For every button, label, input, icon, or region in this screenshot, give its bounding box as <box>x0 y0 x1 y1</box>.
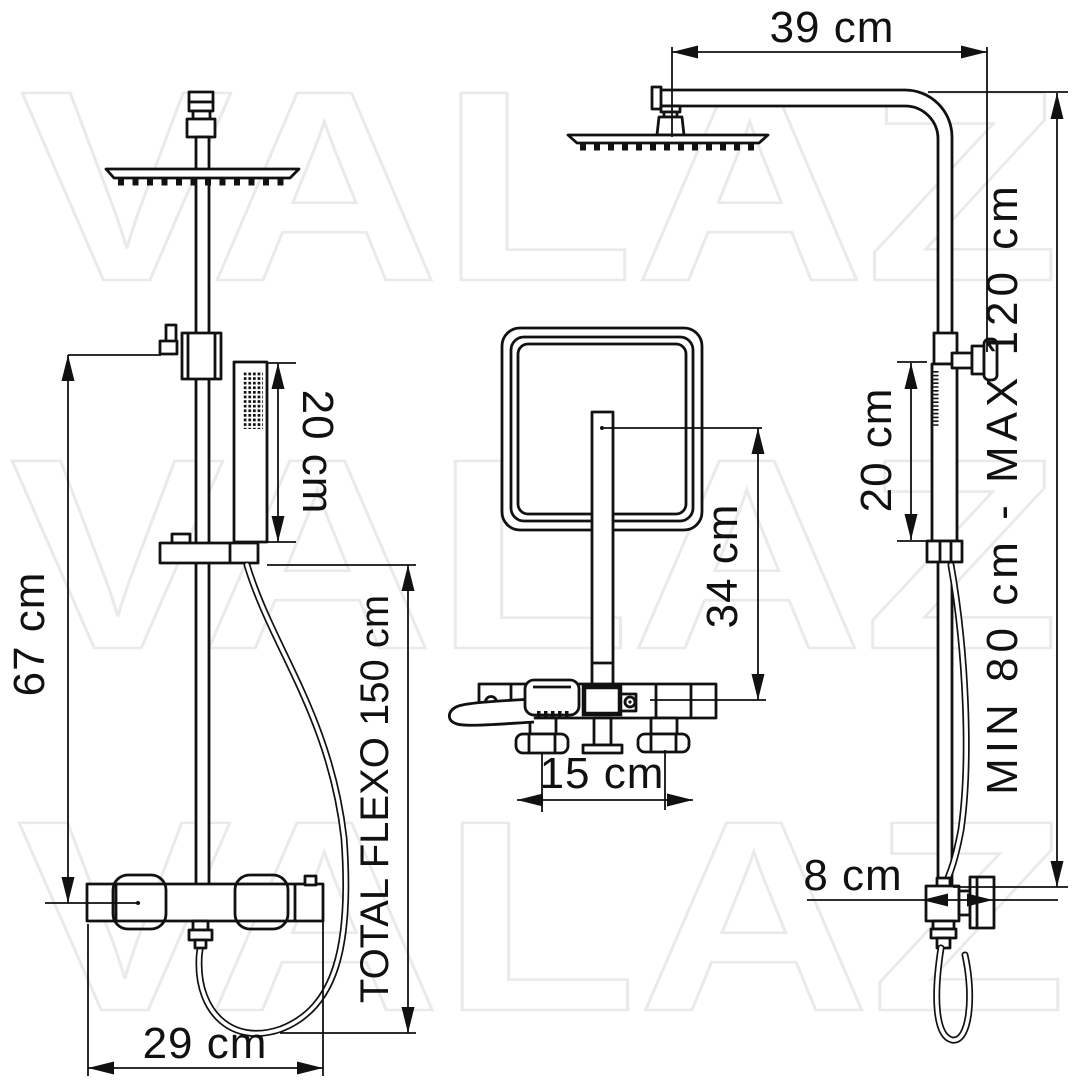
front-view <box>85 90 350 1037</box>
diverter-block <box>158 323 223 381</box>
label-valve-width: 29 cm <box>143 1019 268 1068</box>
dimension-slider-20cm: 20 cm <box>852 361 927 542</box>
ceiling-connector <box>185 90 217 139</box>
thermostatic-valve <box>85 873 325 950</box>
label-handle-spacing: 15 cm <box>540 749 665 798</box>
shower-hose <box>195 561 350 1037</box>
valve-button <box>303 874 318 887</box>
label-handheld-length: 20 cm <box>293 390 342 515</box>
side-hose-upper <box>941 561 970 890</box>
top-view-dimensions: 34 cm 15 cm <box>517 426 766 812</box>
slider-bracket <box>158 532 260 565</box>
wall-mount-knob <box>950 337 999 382</box>
dimension-39cm: 39 cm <box>671 3 988 352</box>
dimension-29cm: 29 cm <box>87 886 324 1076</box>
side-view-dimensions: 39 cm 20 cm MIN 80 cm - MAX 120 cm 8 cm <box>671 3 1068 907</box>
label-arm-length: 39 cm <box>770 3 895 52</box>
dimension-total-flexo: TOTAL FLEXO 150 cm <box>267 564 416 1034</box>
label-valve-depth: 8 cm <box>803 851 902 900</box>
dimension-34cm: 34 cm <box>600 426 766 701</box>
dimension-min-max: MIN 80 cm - MAX 120 cm <box>928 91 1068 888</box>
right-knob-top <box>636 716 691 754</box>
side-bracket <box>618 692 638 713</box>
side-shower-head <box>566 133 770 151</box>
left-knob-top <box>514 716 570 755</box>
dimension-67cm: 67 cm <box>5 354 161 905</box>
label-head-depth: 34 cm <box>698 504 747 629</box>
center-outlet-top <box>581 716 624 755</box>
shower-column <box>194 135 211 890</box>
valve-top <box>447 678 718 755</box>
dimension-8cm: 8 cm <box>803 851 1058 907</box>
handheld-top <box>447 678 581 727</box>
shower-arm-top <box>590 410 615 702</box>
front-view-dimensions: 67 cm 20 cm TOTAL FLEXO 150 cm 29 cm <box>5 354 416 1076</box>
overhead-shower-head <box>104 167 301 186</box>
right-handle <box>233 873 290 931</box>
watermark-row-1: VALAZ <box>20 34 1060 338</box>
label-column-range: MIN 80 cm - MAX 120 cm <box>978 181 1027 795</box>
label-slider-length: 20 cm <box>852 388 901 513</box>
dimension-handheld-20cm: 20 cm <box>266 362 342 543</box>
dimension-15cm: 15 cm <box>517 749 693 812</box>
side-view <box>566 85 999 1044</box>
left-handle <box>111 873 168 931</box>
side-hose-loop <box>933 944 974 1044</box>
side-slider <box>925 331 964 564</box>
label-hose-total: TOTAL FLEXO 150 cm <box>353 595 397 1003</box>
spray-face-grid <box>242 372 263 429</box>
handheld-shower <box>232 360 269 544</box>
label-front-height: 67 cm <box>5 572 54 697</box>
